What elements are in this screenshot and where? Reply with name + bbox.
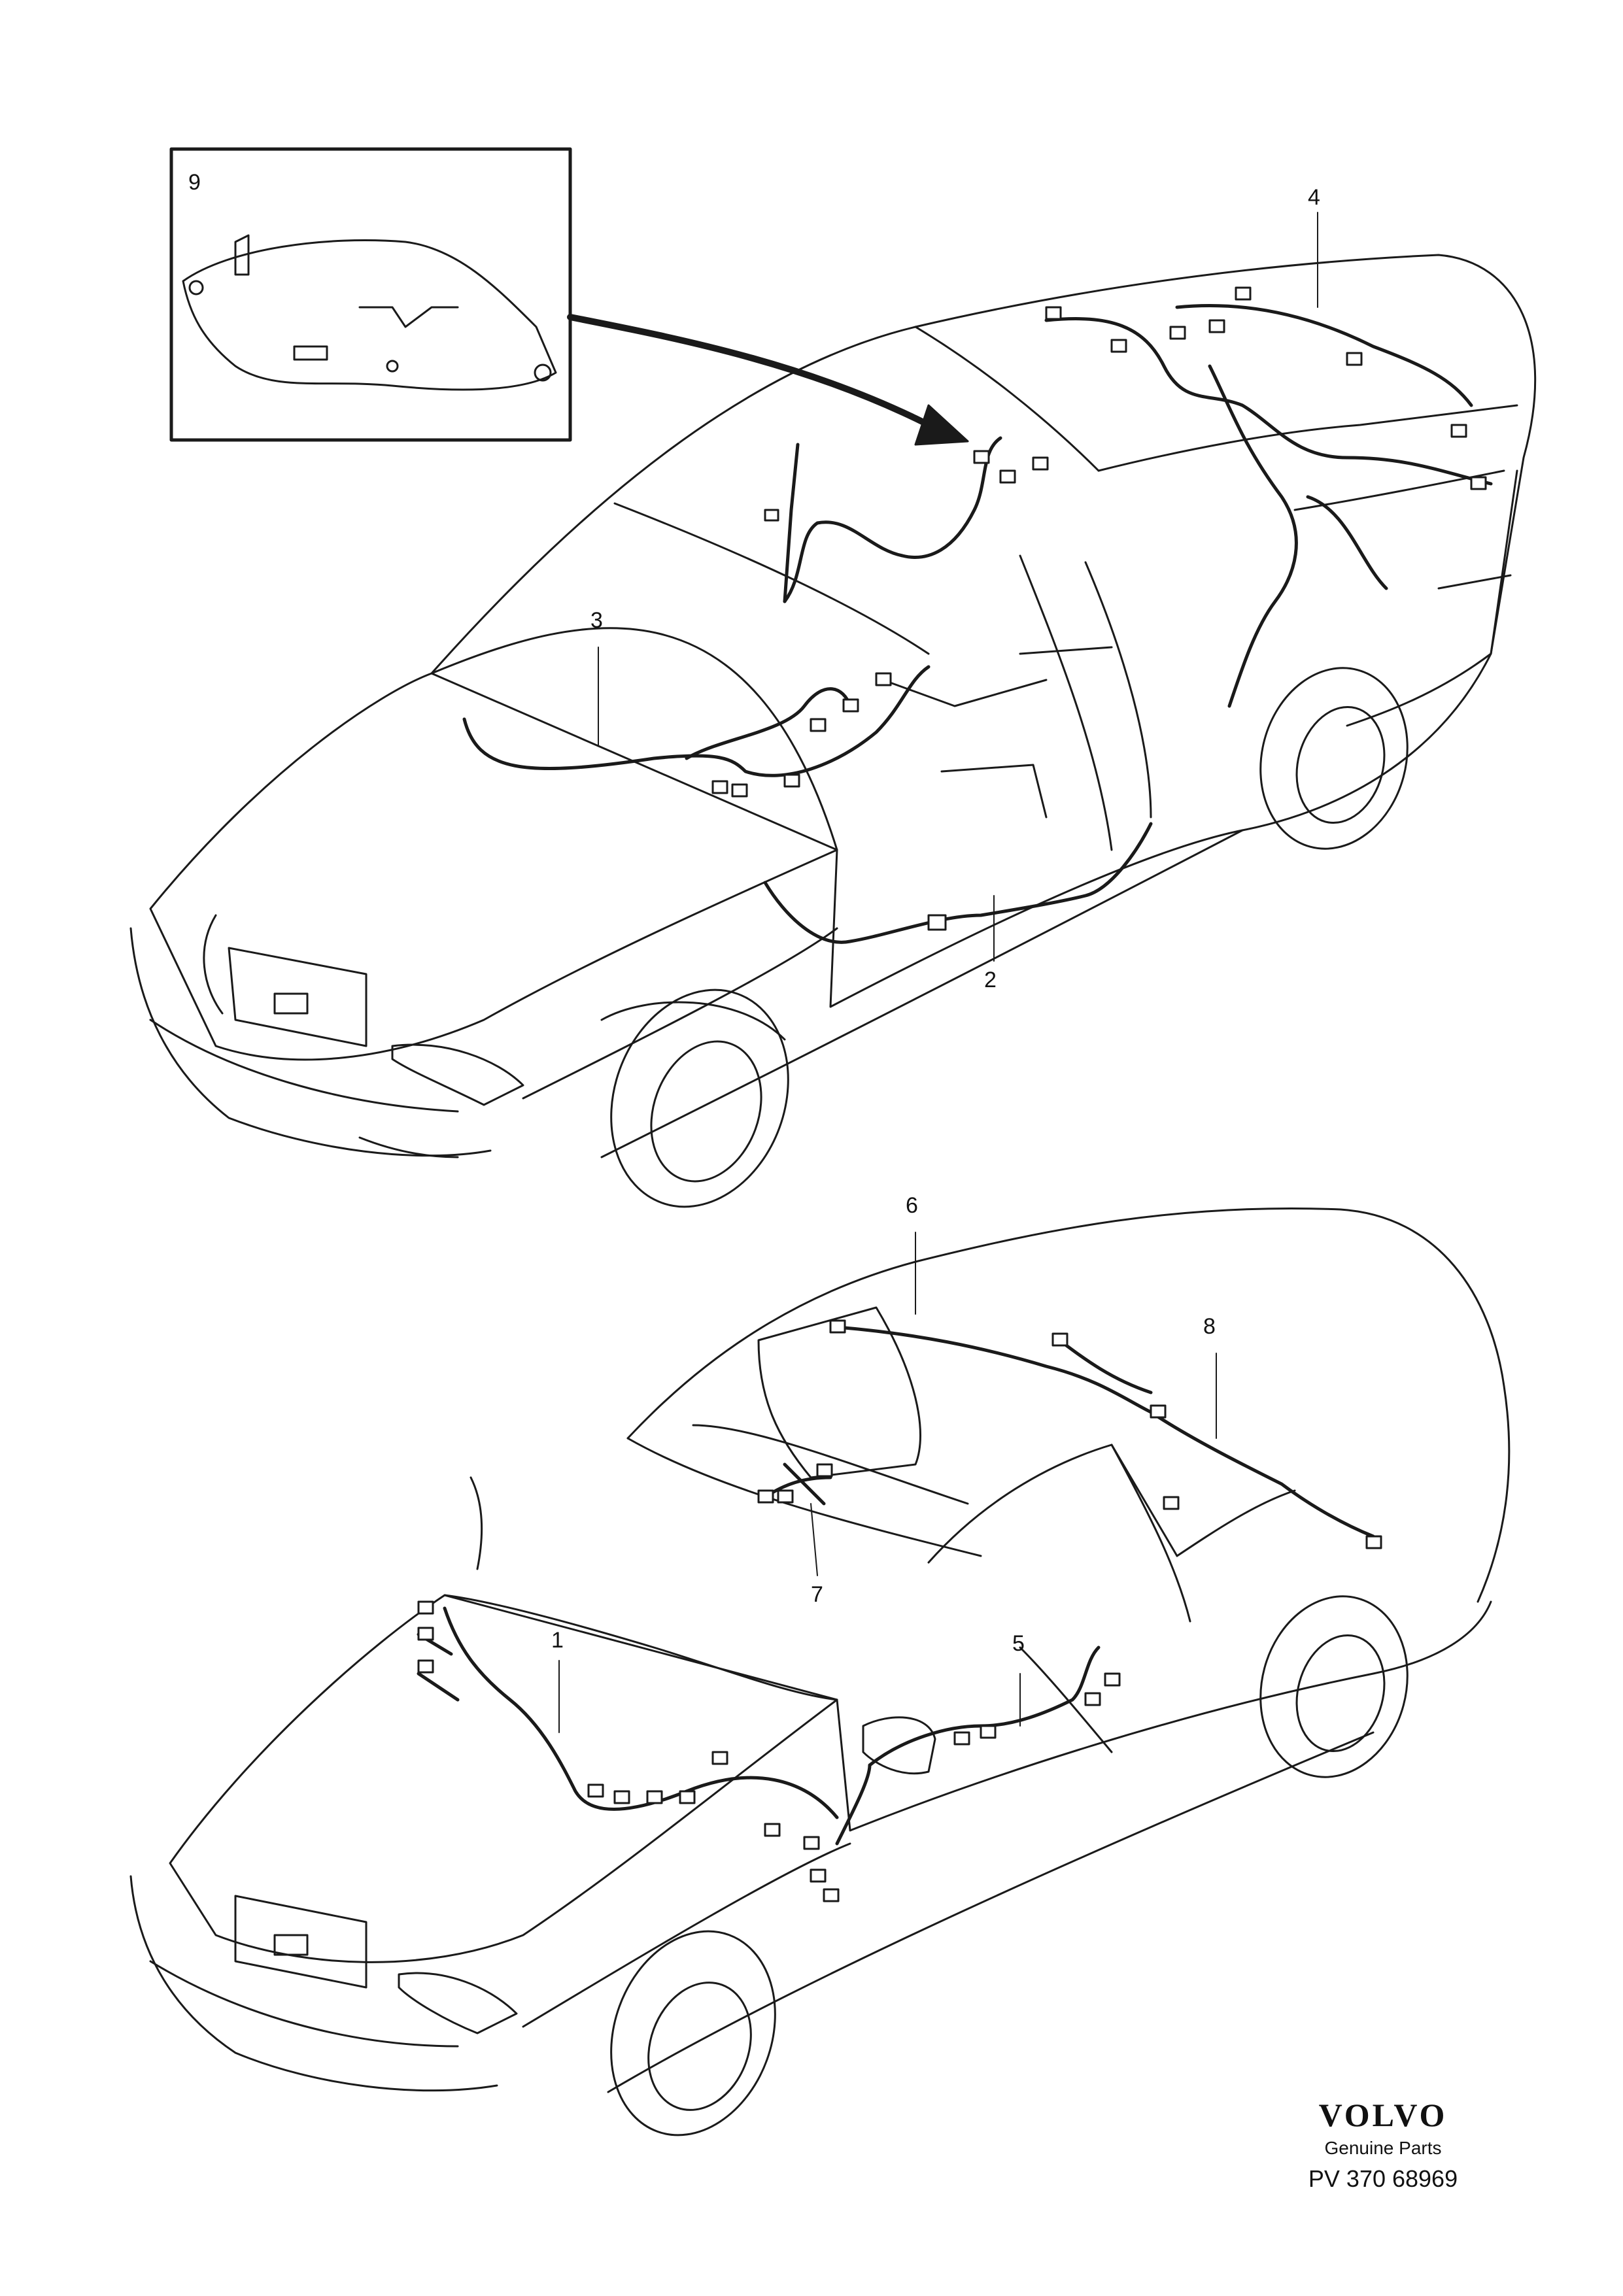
- top-car-rear-wheel: [1259, 667, 1409, 850]
- inset-box: [169, 147, 572, 442]
- callout-7: 7: [811, 1582, 823, 1607]
- callout-1: 1: [551, 1628, 564, 1653]
- top-car-connectors: [711, 286, 1487, 931]
- callout-3: 3: [590, 608, 603, 633]
- callout-2: 2: [984, 968, 997, 992]
- inset-arrow: [567, 314, 969, 446]
- bottom-car-front-wheel: [610, 1930, 776, 2136]
- diagram-id: PV 370 68969: [1308, 2165, 1458, 2192]
- callout-6: 6: [906, 1193, 918, 1218]
- top-car-body: [129, 254, 1537, 1158]
- top-car-harnesses: [462, 304, 1493, 944]
- volvo-logo: VOLVO: [1318, 2097, 1448, 2133]
- bottom-car-rear-wheel: [1259, 1595, 1409, 1778]
- callout-8: 8: [1203, 1314, 1216, 1339]
- callout-leaders: [558, 212, 1318, 1733]
- callout-5: 5: [1012, 1631, 1025, 1656]
- top-car-front-wheel: [600, 988, 789, 1208]
- callout-9: 9: [188, 170, 201, 195]
- brand-block: VOLVO Genuine Parts PV 370 68969: [1275, 2099, 1491, 2193]
- brand-subtitle: Genuine Parts: [1324, 2138, 1442, 2158]
- bottom-car-harnesses: [417, 1325, 1375, 1846]
- bottom-car-connectors: [417, 1319, 1382, 1902]
- bottom-car-body: [129, 1207, 1511, 2093]
- callout-4: 4: [1308, 185, 1320, 210]
